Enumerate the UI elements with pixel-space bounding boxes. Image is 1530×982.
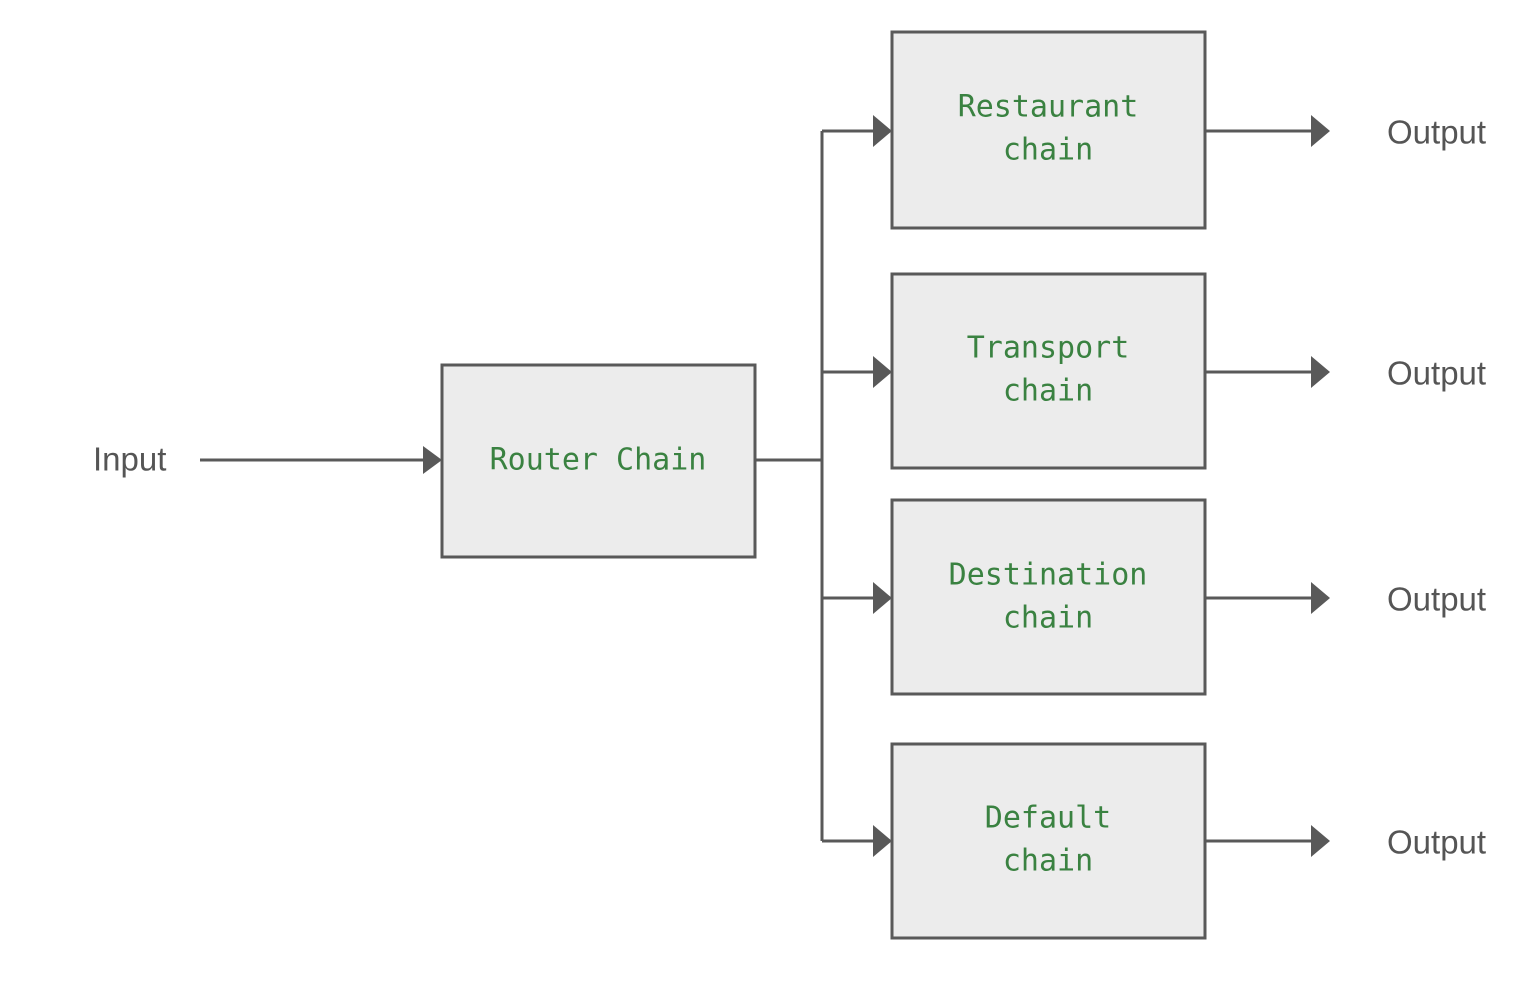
node-transport-chain-box[interactable] [890, 272, 1207, 470]
output-label-1: Output [1387, 114, 1486, 151]
output-label-2: Output [1387, 355, 1486, 392]
arrowhead-icon [1311, 115, 1330, 147]
node-default-chain-label-line2: chain [1003, 844, 1093, 879]
node-default-chain[interactable]: Default chain [890, 742, 1207, 940]
node-transport-chain-label-line1: Transport [967, 331, 1130, 366]
edge-trunk-to-branch-1 [822, 115, 892, 147]
arrowhead-icon [1311, 825, 1330, 857]
node-restaurant-chain-box[interactable] [890, 30, 1207, 230]
edge-branch-3-output [1205, 582, 1330, 614]
edge-trunk-to-branch-3 [822, 582, 892, 614]
arrowhead-icon [873, 356, 892, 388]
arrowhead-icon [1311, 356, 1330, 388]
edge-trunk-to-branch-2 [822, 356, 892, 388]
node-transport-chain[interactable]: Transport chain [890, 272, 1207, 470]
input-label: Input [93, 441, 166, 478]
node-router-chain-box[interactable] [440, 363, 757, 559]
node-router-chain[interactable]: Router Chain [440, 363, 757, 559]
node-destination-chain[interactable]: Destination chain [890, 498, 1207, 696]
node-restaurant-chain-label-line1: Restaurant [958, 90, 1139, 125]
edge-trunk-to-branch-4 [822, 825, 892, 857]
arrowhead-icon [423, 446, 442, 474]
arrowhead-icon [873, 582, 892, 614]
node-destination-chain-label-line1: Destination [949, 558, 1148, 593]
node-restaurant-chain[interactable]: Restaurant chain [890, 30, 1207, 230]
node-default-chain-box[interactable] [890, 742, 1207, 940]
arrowhead-icon [1311, 582, 1330, 614]
node-destination-chain-label-line2: chain [1003, 601, 1093, 636]
node-restaurant-chain-label-line2: chain [1003, 133, 1093, 168]
edge-branch-4-output [1205, 825, 1330, 857]
edge-branch-2-output [1205, 356, 1330, 388]
node-transport-chain-label-line2: chain [1003, 374, 1093, 409]
node-default-chain-label-line1: Default [985, 801, 1111, 836]
node-router-chain-label: Router Chain [490, 443, 707, 478]
output-label-4: Output [1387, 824, 1486, 861]
edge-branch-1-output [1205, 115, 1330, 147]
arrowhead-icon [873, 115, 892, 147]
node-destination-chain-box[interactable] [890, 498, 1207, 696]
edge-input-to-router [200, 446, 442, 474]
output-label-3: Output [1387, 581, 1486, 618]
edge-router-to-trunk [755, 131, 824, 841]
arrowhead-icon [873, 825, 892, 857]
